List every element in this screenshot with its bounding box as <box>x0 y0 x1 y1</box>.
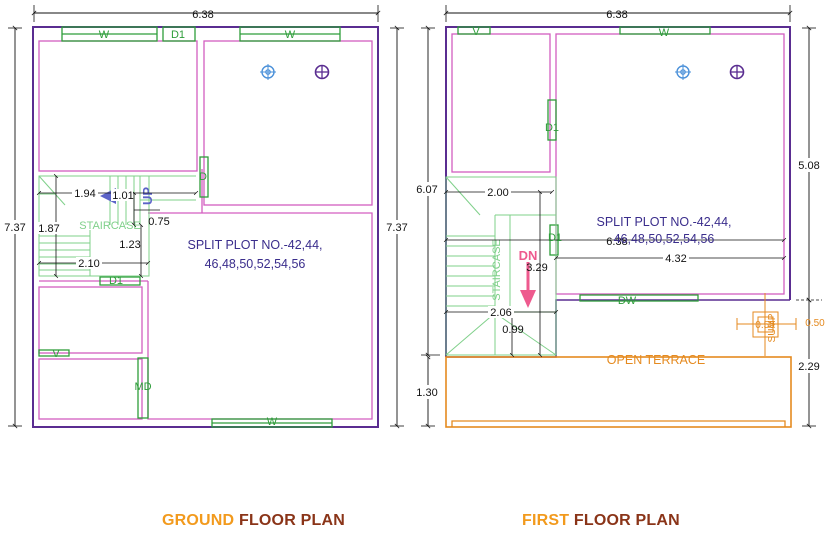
gf-door-md <box>137 357 149 419</box>
gf-dim-075: 0.75 <box>148 216 169 228</box>
ff-dim-130: 1.30 <box>416 387 437 399</box>
gf-light-point-icon <box>260 64 276 80</box>
gf-door-d1-left <box>99 276 141 286</box>
gf-dim-194: 1.94 <box>74 188 95 200</box>
ff-label-dw: DW <box>618 295 637 307</box>
ground-floor-title-rest: FLOOR PLAN <box>238 512 345 529</box>
gf-door-d1-top <box>162 26 196 42</box>
ff-label-v: V <box>472 26 480 38</box>
gf-height-left-dim: 7.37 <box>4 222 25 234</box>
ff-sump <box>736 293 797 356</box>
ff-light-point-icon <box>675 64 691 80</box>
ff-window-top <box>619 26 711 35</box>
ff-plot-line1: SPLIT PLOT NO.-42,44, <box>596 215 731 229</box>
gf-room-top-right <box>203 40 373 206</box>
gf-plot-line1: SPLIT PLOT NO.-42,44, <box>187 238 322 252</box>
ff-label-w: W <box>659 27 670 39</box>
ff-dim-200: 2.00 <box>487 187 508 199</box>
ff-plot-line2: 46,48,50,52,54,56 <box>614 232 715 246</box>
ff-dim-050a: 0.50 <box>755 320 775 331</box>
gf-label-d1-left: D1 <box>109 275 123 287</box>
ff-open-terrace <box>445 356 792 428</box>
ff-sump-label: SUMP <box>767 313 778 342</box>
ff-dim-432: 4.32 <box>665 253 686 265</box>
ff-label-d1-b: D1 <box>548 232 562 244</box>
gf-up-label: UP <box>140 187 155 205</box>
ff-door-dw <box>579 294 699 302</box>
gf-fan-point-icon <box>314 64 330 80</box>
ff-label-d1-a: D1 <box>545 122 559 134</box>
gf-door-d-side <box>199 156 209 198</box>
gf-dim-123: 1.23 <box>119 239 140 251</box>
gf-label-w-top-right: W <box>285 29 296 41</box>
ff-room-left <box>451 33 551 173</box>
gf-label-md: MD <box>134 381 151 393</box>
ff-staircase-label: STAIRCASE <box>491 239 503 301</box>
gf-width-dim: 6.38 <box>192 9 213 21</box>
gf-dim-101: 1.01 <box>112 190 133 202</box>
first-floor-title: FIRST FLOOR PLAN <box>522 512 680 530</box>
gf-label-v: V <box>52 348 60 360</box>
gf-label-w-bottom: W <box>267 416 278 428</box>
ground-floor-title: GROUND FLOOR PLAN <box>162 512 345 530</box>
ff-door-d1-a <box>547 99 557 141</box>
gf-label-d-side: D <box>199 171 207 183</box>
gf-room-bottom-left <box>38 286 143 354</box>
first-floor-title-accent: FIRST <box>522 512 570 529</box>
gf-dim-187: 1.87 <box>38 223 59 235</box>
gf-dim-210: 2.10 <box>78 258 99 270</box>
first-floor-title-rest: FLOOR PLAN <box>573 512 680 529</box>
first-floor-plan: 6.38 6.07 1.30 5.08 2.29 OPEN TERRACE <box>414 5 825 429</box>
ff-dn-arrow-icon <box>520 290 536 308</box>
ground-floor-title-accent: GROUND <box>162 512 235 529</box>
gf-outer-wall <box>32 26 379 428</box>
ground-floor-plan: 6.38 7.37 7.37 <box>2 5 410 429</box>
ff-dim-638: 6.38 <box>606 236 627 248</box>
ff-dim-099: 0.99 <box>502 324 523 336</box>
ff-ventilator <box>457 26 491 35</box>
ff-width-dim: 6.38 <box>606 9 627 21</box>
ff-dim-508: 5.08 <box>798 160 819 172</box>
ff-terrace-label: OPEN TERRACE <box>607 353 705 367</box>
gf-ventilator-v <box>38 349 70 357</box>
ff-dim-607: 6.07 <box>416 184 437 196</box>
ff-dn-label: DN <box>519 248 538 263</box>
ff-dim-050b: 0.50 <box>805 318 825 329</box>
gf-room-top-left <box>38 40 198 172</box>
gf-height-right-dim: 7.37 <box>386 222 407 234</box>
gf-label-d1-top: D1 <box>171 29 185 41</box>
ff-dim-329: 3.29 <box>526 262 547 274</box>
gf-plot-line2: 46,48,50,52,54,56 <box>205 257 306 271</box>
ff-fan-point-icon <box>729 64 745 80</box>
ff-dim-229: 2.29 <box>798 361 819 373</box>
gf-room-bottom-small <box>38 358 143 420</box>
gf-label-w-top-left: W <box>99 29 110 41</box>
gf-staircase-label: STAIRCASE <box>79 220 141 232</box>
ff-dim-206: 2.06 <box>490 307 511 319</box>
